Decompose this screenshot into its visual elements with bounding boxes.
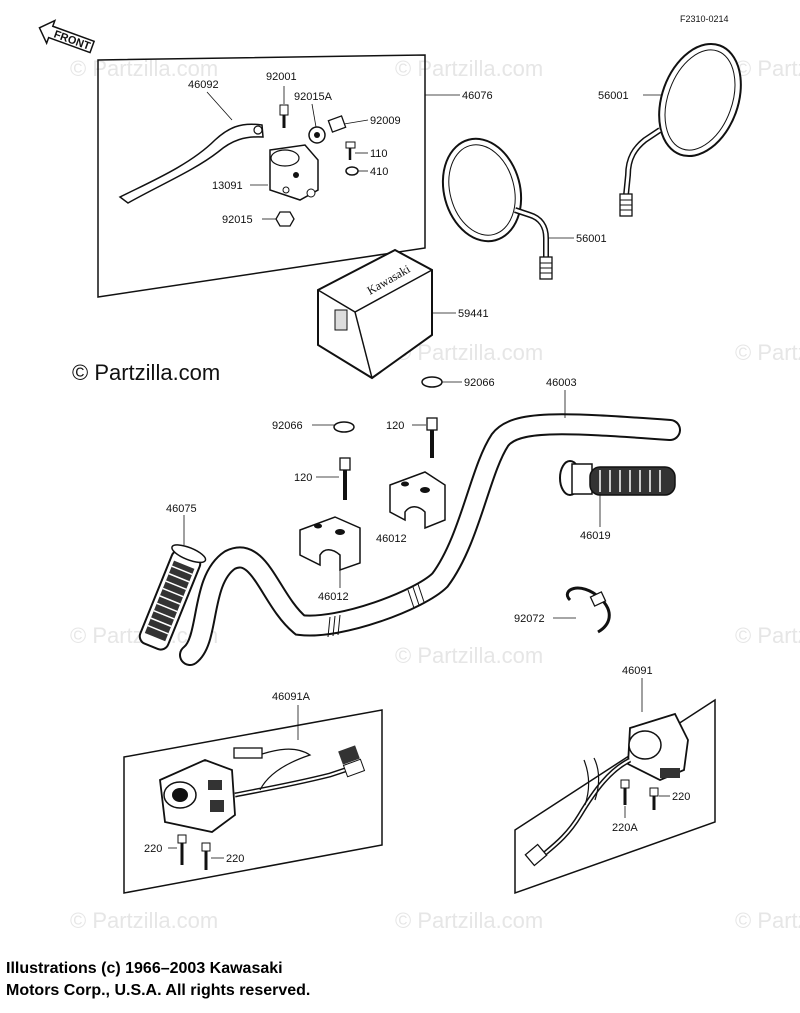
front-arrow-icon: FRONT: [38, 19, 96, 54]
handlebar: 46003: [179, 377, 681, 666]
part-number-56001-left: 56001: [576, 233, 607, 245]
part-number-92072: 92072: [514, 613, 545, 625]
part-number-46012-lower: 46012: [318, 591, 349, 603]
part-number-46019: 46019: [580, 530, 611, 542]
part-number-56001-right: 56001: [598, 90, 629, 102]
grip-left: 46075: [138, 503, 207, 651]
watermark: © Partzilla.com: [395, 56, 543, 81]
part-number-220-b: 220: [226, 853, 244, 865]
part-number-92015: 92015: [222, 214, 253, 226]
part-number-46092: 46092: [188, 79, 219, 91]
part-number-120-a: 120: [386, 420, 404, 432]
part-number-13091: 13091: [212, 180, 243, 192]
bolt-120-b: 120: [294, 457, 351, 500]
part-number-92066-a: 92066: [464, 377, 495, 389]
cap-92066-a: 92066: [421, 376, 495, 389]
grip-right: 46019: [559, 460, 676, 542]
clutch-lever-assembly: 46092 92001 92015A 92009 46076 110 410 1…: [97, 54, 493, 298]
holder-46012-lower: 46012: [299, 516, 361, 603]
copyright-line-2: Motors Corp., U.S.A. All rights reserved…: [6, 982, 311, 999]
part-number-120-b: 120: [294, 472, 312, 484]
diagram-code: F2310-0214: [680, 14, 729, 24]
mirror-left: 56001: [441, 137, 607, 280]
part-number-92066-b: 92066: [272, 420, 303, 432]
part-number-92001: 92001: [266, 71, 297, 83]
copyright-notice: Illustrations (c) 1966–2003 Kawasaki Mot…: [6, 958, 426, 1002]
main-watermark: © Partzilla.com: [72, 360, 220, 385]
holder-46012-upper: 46012: [376, 471, 446, 545]
part-number-92009: 92009: [370, 115, 401, 127]
band-clamp: 92072: [514, 586, 611, 634]
watermark: © Partzilla.com: [735, 908, 800, 933]
part-number-220A: 220A: [612, 822, 638, 834]
right-switch-assembly: 46091 220 220A: [514, 665, 716, 895]
mirror-right: 56001: [598, 42, 742, 217]
cap-92066-b: 92066: [272, 420, 355, 433]
watermark: © Partzilla.com: [70, 908, 218, 933]
part-number-46076: 46076: [462, 90, 493, 102]
part-number-46091: 46091: [622, 665, 653, 677]
front-label: FRONT: [52, 29, 92, 53]
watermark: © Partzilla.com: [735, 340, 800, 365]
part-number-46003: 46003: [546, 377, 577, 389]
part-number-92015A: 92015A: [294, 91, 333, 103]
part-number-410: 410: [370, 166, 388, 178]
part-number-59441: 59441: [458, 308, 489, 320]
part-number-220-c: 220: [672, 791, 690, 803]
part-number-110: 110: [370, 148, 388, 160]
watermark: © Partzilla.com: [395, 643, 543, 668]
watermark: © Partzilla.com: [395, 908, 543, 933]
watermark: © Partzilla.com: [735, 56, 800, 81]
part-number-46075: 46075: [166, 503, 197, 515]
part-number-220-a: 220: [144, 843, 162, 855]
watermark: © Partzilla.com: [735, 623, 800, 648]
handlebar-cover: Kawasaki 59441: [317, 248, 489, 380]
part-number-46012-upper: 46012: [376, 533, 407, 545]
watermark: © Partzilla.com: [70, 56, 218, 81]
left-switch-assembly: 46091A 220 220: [123, 691, 383, 894]
bolt-120-a: 120: [386, 417, 438, 458]
part-number-46091A: 46091A: [272, 691, 311, 703]
copyright-line-1: Illustrations (c) 1966–2003 Kawasaki: [6, 960, 283, 977]
